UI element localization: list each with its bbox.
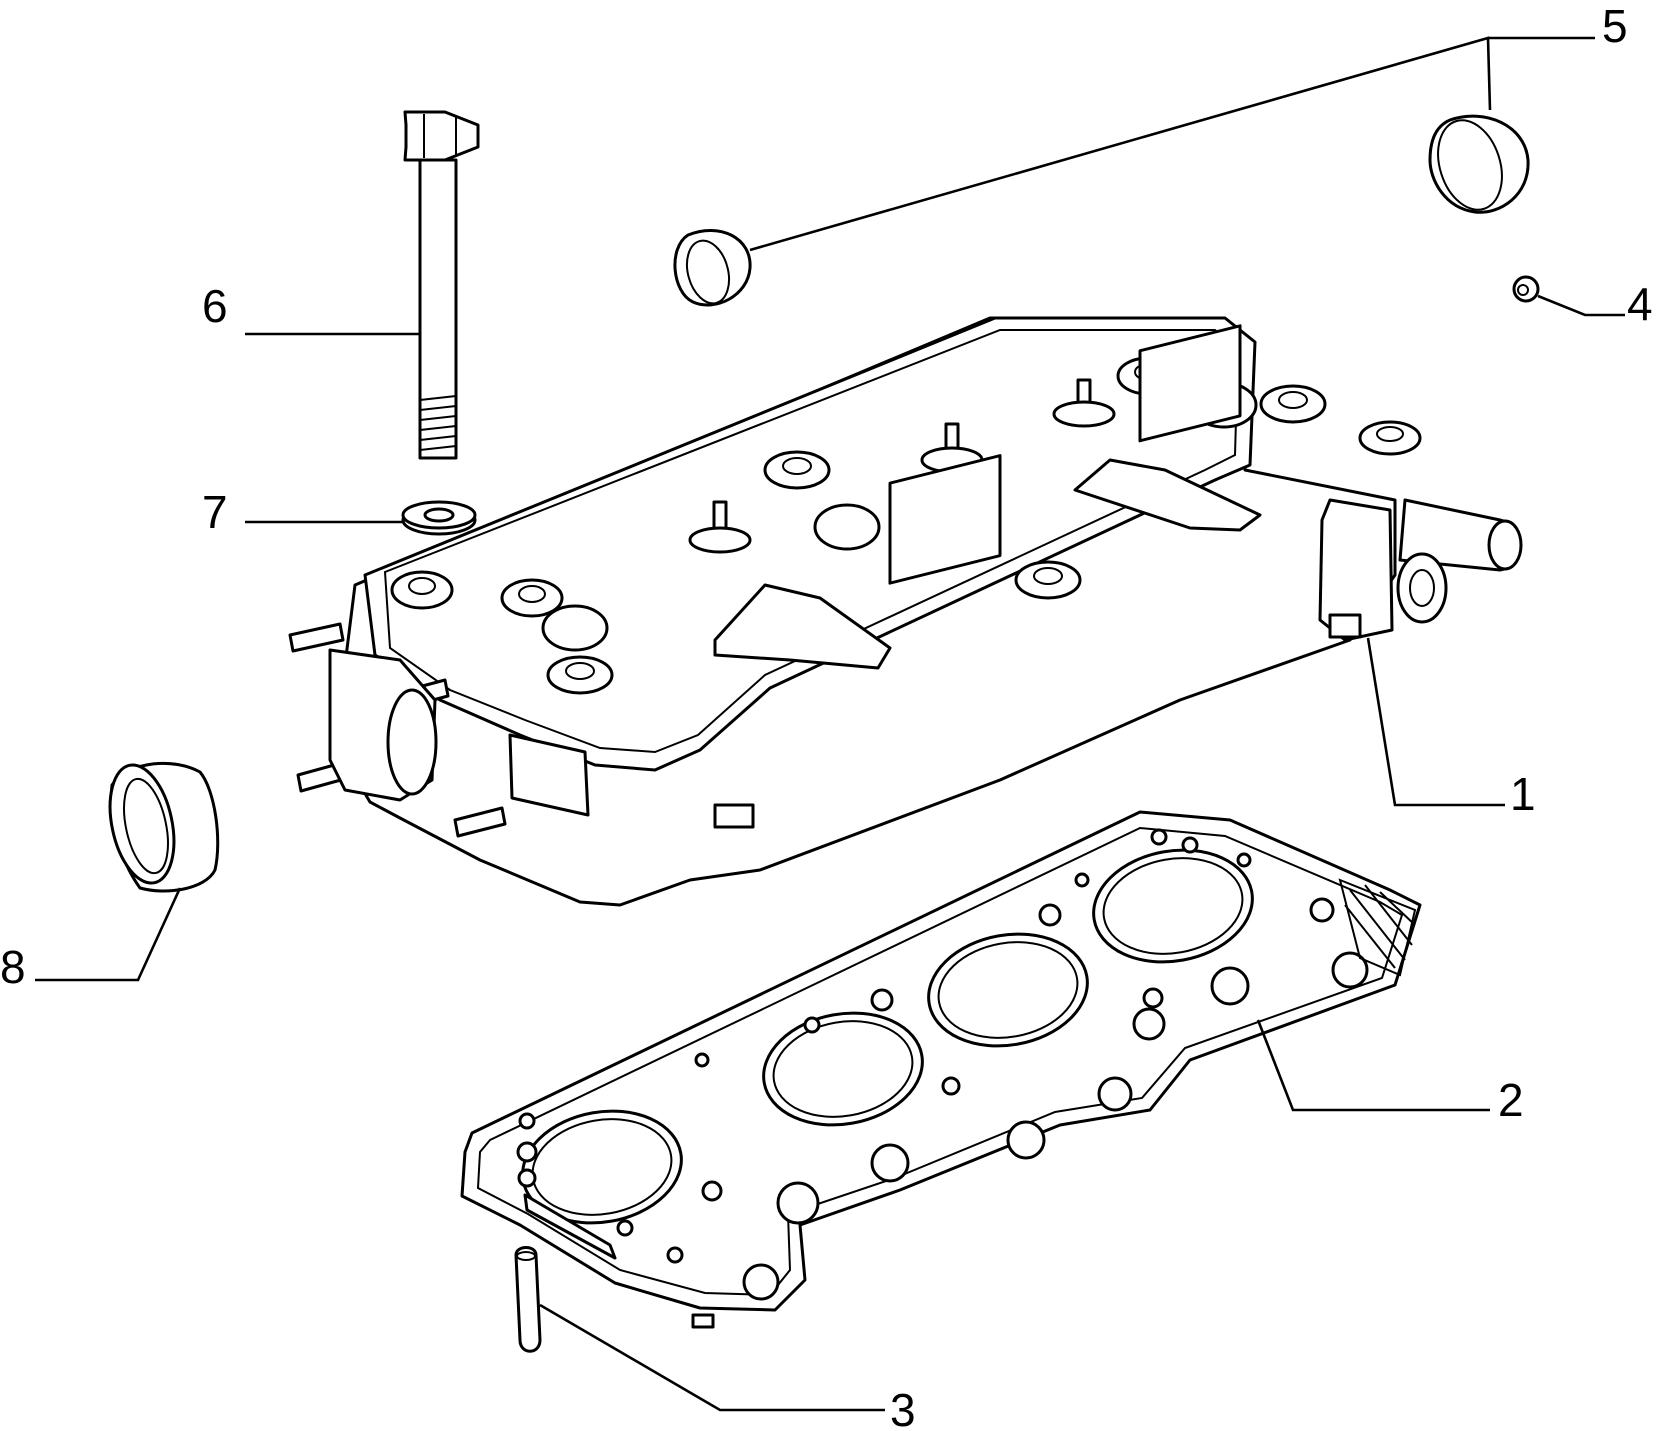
cylinder-head	[288, 316, 1523, 907]
callout-3: 3	[890, 1384, 916, 1431]
core-plug-large	[1428, 114, 1530, 214]
small-plug	[1512, 275, 1540, 303]
callout-6: 6	[202, 280, 228, 332]
cylinder-head-bolt	[403, 110, 480, 460]
callout-2: 2	[1498, 1074, 1524, 1126]
callout-7: 7	[202, 486, 228, 538]
head-gasket	[460, 810, 1422, 1329]
dowel-pin	[514, 1246, 542, 1353]
callout-8: 8	[0, 941, 26, 993]
leader-lines	[35, 36, 1625, 1412]
seal-ring	[108, 761, 220, 893]
callout-5: 5	[1602, 0, 1628, 52]
callout-1: 1	[1510, 768, 1536, 820]
bolt-washer	[401, 500, 477, 536]
callout-4: 4	[1627, 278, 1653, 330]
core-plug-small	[673, 229, 752, 307]
